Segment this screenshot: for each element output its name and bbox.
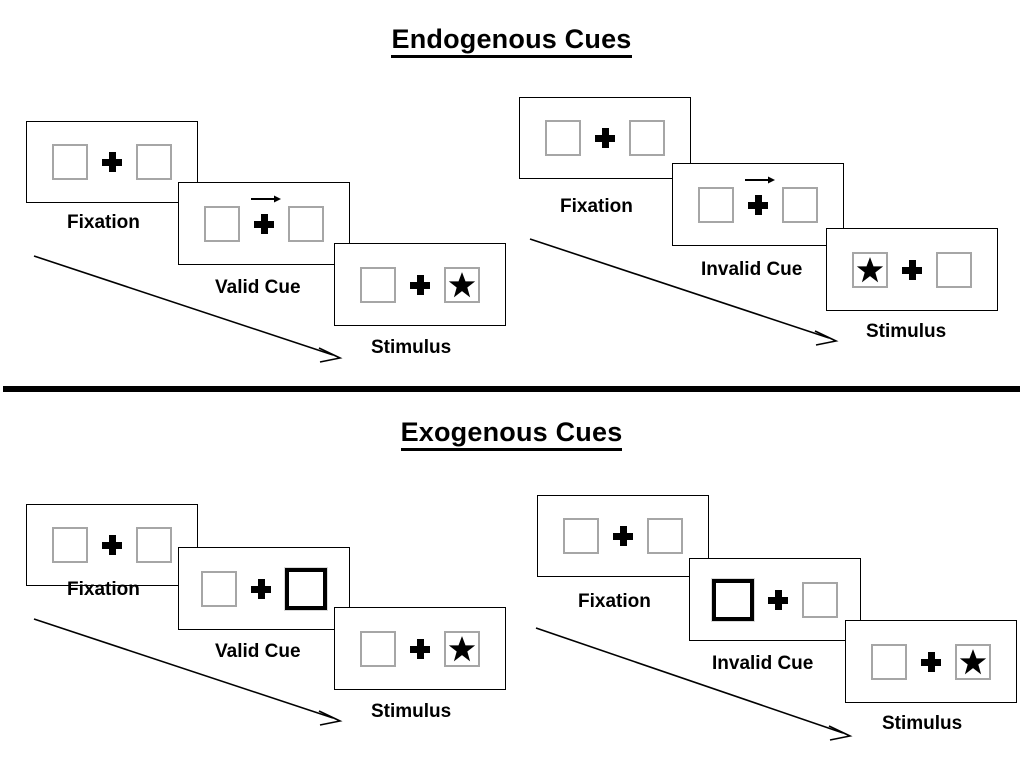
stage-label-endogenous-invalid-cue: Invalid Cue	[701, 259, 803, 280]
section-title-exogenous-text: Exogenous Cues	[400, 417, 623, 451]
fixation-cross-group	[88, 535, 136, 555]
section-title-endogenous: Endogenous Cues	[0, 24, 1023, 58]
stage-label-endogenous-valid-fixation: Fixation	[67, 212, 140, 233]
stage-label-exogenous-invalid-stimulus: Stimulus	[882, 713, 963, 734]
star-icon	[448, 271, 476, 297]
fixation-cross-group	[240, 195, 288, 234]
panel-exogenous-invalid-cue	[689, 558, 861, 641]
fixation-cross-group	[88, 152, 136, 172]
fixation-cross-group	[888, 259, 936, 280]
fixation-cross-group	[396, 638, 444, 659]
plus-icon	[102, 152, 122, 172]
panel-exogenous-valid-cue	[178, 547, 350, 630]
box-left	[871, 643, 907, 680]
fixation-cross-group	[907, 651, 955, 672]
arrow-right-icon	[251, 195, 281, 202]
plus-icon	[595, 128, 615, 148]
stage-label-exogenous-invalid-cue: Invalid Cue	[712, 653, 814, 674]
plus-icon	[613, 526, 633, 546]
stage-label-exogenous-valid-fixation: Fixation	[67, 579, 140, 600]
panel-endogenous-valid-stimulus	[334, 243, 506, 326]
plus-icon	[902, 259, 922, 280]
plus-icon	[921, 651, 941, 672]
box-right	[936, 251, 972, 288]
box-left	[545, 120, 581, 156]
plus-icon	[102, 535, 122, 555]
plus-icon	[748, 194, 768, 215]
panel-exogenous-invalid-stimulus	[845, 620, 1017, 703]
fixation-cross-group	[754, 589, 802, 610]
box-right-target	[444, 266, 480, 303]
box-left	[204, 205, 240, 242]
box-left	[360, 630, 396, 667]
box-right-cued	[284, 566, 328, 611]
plus-icon	[410, 638, 430, 659]
arrow-right-icon	[745, 176, 775, 183]
box-left-cued	[711, 577, 755, 622]
fixation-cross-group	[581, 128, 629, 148]
box-right-target	[955, 643, 991, 680]
panel-endogenous-valid-fixation	[26, 121, 198, 203]
stage-label-exogenous-invalid-fixation: Fixation	[578, 591, 651, 612]
star-icon	[959, 648, 987, 674]
stage-label-endogenous-invalid-fixation: Fixation	[560, 196, 633, 217]
stage-label-exogenous-valid-cue: Valid Cue	[215, 641, 301, 662]
section-divider	[3, 386, 1020, 392]
star-icon	[856, 256, 884, 282]
time-arrow-icon-endogenous-valid	[33, 255, 343, 363]
box-right	[782, 186, 818, 223]
box-left	[360, 266, 396, 303]
panel-exogenous-valid-fixation	[26, 504, 198, 586]
panel-exogenous-invalid-fixation	[537, 495, 709, 577]
star-icon	[448, 635, 476, 661]
box-right	[647, 518, 683, 554]
stage-label-endogenous-valid-cue: Valid Cue	[215, 277, 301, 298]
panel-endogenous-invalid-cue	[672, 163, 844, 246]
fixation-cross-group	[599, 526, 647, 546]
plus-icon	[410, 274, 430, 295]
panel-endogenous-invalid-stimulus	[826, 228, 998, 311]
box-right	[629, 120, 665, 156]
box-left	[201, 570, 237, 607]
fixation-cross-group	[396, 274, 444, 295]
stage-label-exogenous-valid-stimulus: Stimulus	[371, 701, 452, 722]
box-right	[136, 144, 172, 180]
box-right	[288, 205, 324, 242]
panel-exogenous-valid-stimulus	[334, 607, 506, 690]
plus-icon	[254, 213, 274, 234]
stage-label-endogenous-valid-stimulus: Stimulus	[371, 337, 452, 358]
box-right-target	[444, 630, 480, 667]
box-left	[52, 144, 88, 180]
panel-endogenous-invalid-fixation	[519, 97, 691, 179]
time-arrow-icon-exogenous-valid	[33, 618, 343, 726]
box-left	[52, 527, 88, 563]
box-right	[136, 527, 172, 563]
section-title-exogenous: Exogenous Cues	[0, 417, 1023, 451]
box-right	[802, 581, 838, 618]
box-left	[698, 186, 734, 223]
plus-icon	[251, 578, 271, 599]
box-left	[563, 518, 599, 554]
stage-label-endogenous-invalid-stimulus: Stimulus	[866, 321, 947, 342]
fixation-cross-group	[734, 176, 782, 215]
section-title-endogenous-text: Endogenous Cues	[391, 24, 632, 58]
time-arrow-icon-endogenous-invalid	[529, 238, 839, 346]
plus-icon	[768, 589, 788, 610]
box-left-target	[852, 251, 888, 288]
fixation-cross-group	[237, 578, 285, 599]
panel-endogenous-valid-cue	[178, 182, 350, 265]
